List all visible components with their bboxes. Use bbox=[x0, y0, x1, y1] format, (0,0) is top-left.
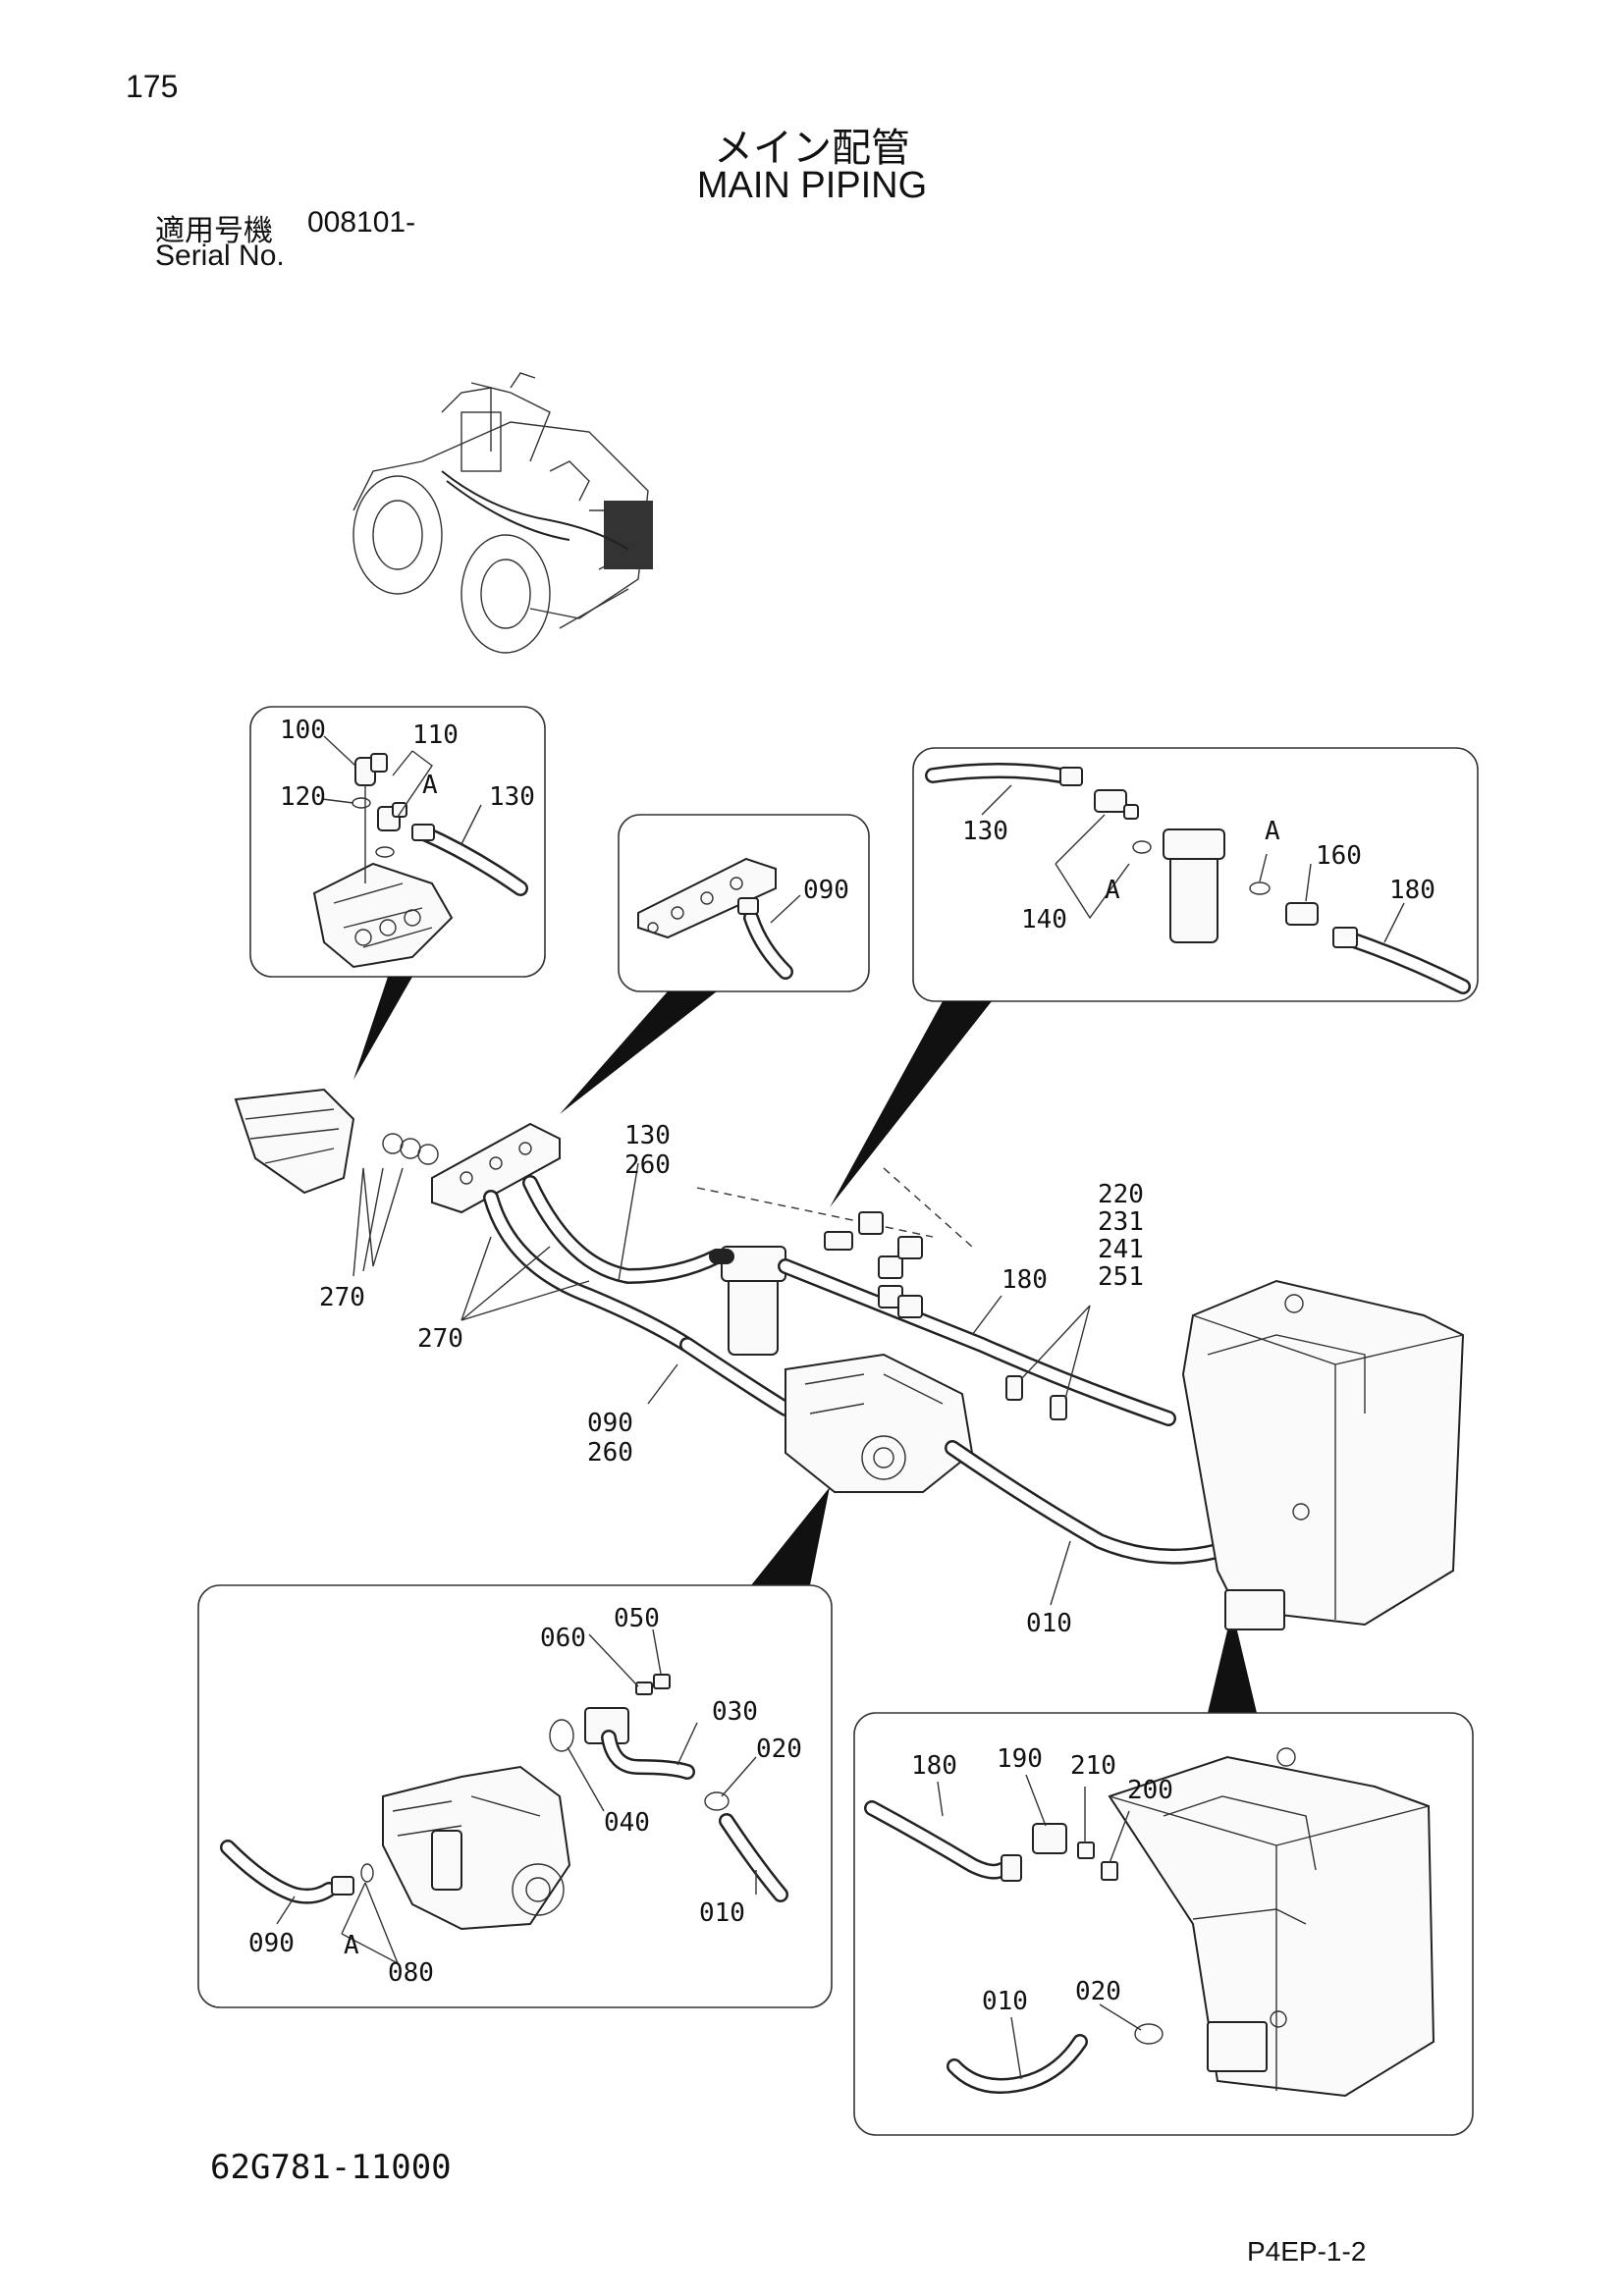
callout-a-filter-2: A bbox=[1105, 876, 1120, 905]
detail-pointers bbox=[353, 977, 1257, 1713]
vehicle-overview-illustration bbox=[352, 372, 653, 654]
detail-box-pump bbox=[197, 1584, 833, 2008]
callout-260-main: 260 bbox=[624, 1150, 671, 1180]
callout-220: 220 bbox=[1098, 1180, 1144, 1209]
callout-020-tank: 020 bbox=[1075, 1977, 1121, 2006]
serial-label-japanese: 適用号機 bbox=[155, 214, 273, 248]
callout-030: 030 bbox=[712, 1697, 758, 1727]
callout-080: 080 bbox=[388, 1958, 434, 1988]
detail-box-bracket bbox=[618, 814, 870, 992]
callout-210: 210 bbox=[1070, 1751, 1116, 1781]
callout-040: 040 bbox=[604, 1808, 650, 1838]
drawing-number: 62G781-11000 bbox=[210, 2148, 452, 2187]
callout-a-filter-1: A bbox=[1265, 817, 1280, 846]
page-title-japanese: メイン配管 bbox=[714, 126, 910, 171]
detail-box-tank bbox=[853, 1712, 1474, 2136]
callout-200: 200 bbox=[1127, 1776, 1173, 1805]
callout-090-pump: 090 bbox=[248, 1929, 295, 1958]
serial-label-english: Serial No. bbox=[155, 240, 285, 272]
callout-a-pump: A bbox=[344, 1931, 359, 1960]
callout-180-main: 180 bbox=[1001, 1265, 1048, 1295]
callout-130-filter: 130 bbox=[962, 817, 1008, 846]
callout-010-pump: 010 bbox=[699, 1898, 745, 1928]
callout-160: 160 bbox=[1316, 841, 1362, 871]
callout-060: 060 bbox=[540, 1624, 586, 1653]
callout-241: 241 bbox=[1098, 1235, 1144, 1264]
callout-251: 251 bbox=[1098, 1262, 1144, 1292]
callout-260-lower: 260 bbox=[587, 1438, 633, 1468]
callout-270-left: 270 bbox=[319, 1283, 365, 1312]
page-number: 175 bbox=[126, 69, 179, 104]
detail-box-valve bbox=[249, 706, 546, 978]
callout-090-main: 090 bbox=[587, 1409, 633, 1438]
callout-050: 050 bbox=[614, 1604, 660, 1633]
page-code: P4EP-1-2 bbox=[1247, 2236, 1367, 2267]
callout-020-pump: 020 bbox=[756, 1735, 802, 1764]
callout-231: 231 bbox=[1098, 1207, 1144, 1237]
callout-090-detail: 090 bbox=[803, 876, 849, 905]
callout-120: 120 bbox=[280, 782, 326, 812]
callout-130-main: 130 bbox=[624, 1121, 671, 1150]
callout-100: 100 bbox=[280, 716, 326, 745]
page-title-english: MAIN PIPING bbox=[696, 165, 928, 206]
serial-number-value: 008101- bbox=[307, 206, 416, 239]
callout-270-center: 270 bbox=[417, 1324, 463, 1354]
callout-190: 190 bbox=[997, 1744, 1043, 1774]
callout-180-tank: 180 bbox=[911, 1751, 957, 1781]
detail-box-filter bbox=[912, 747, 1479, 1002]
callout-010-tank: 010 bbox=[982, 1987, 1028, 2016]
callout-110: 110 bbox=[412, 721, 459, 750]
callout-010-main: 010 bbox=[1026, 1609, 1072, 1638]
callout-a: A bbox=[422, 771, 438, 800]
callout-130: 130 bbox=[489, 782, 535, 812]
callout-180-filter: 180 bbox=[1389, 876, 1435, 905]
main-assembly bbox=[234, 1088, 1465, 1630]
callout-140: 140 bbox=[1021, 905, 1067, 934]
